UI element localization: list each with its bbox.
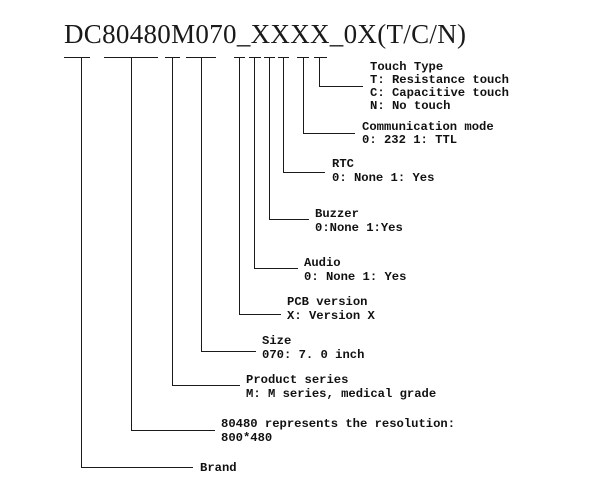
connector-rtc: [283, 58, 325, 173]
label-audio-line-1: Audio: [304, 256, 341, 270]
label-size-line-1: Size: [262, 334, 291, 348]
label-touch-type-line-4: N: No touch: [370, 99, 450, 113]
label-audio: Audio 0: None 1: Yes: [304, 256, 406, 284]
label-pcb-version: PCB version X: Version X: [287, 295, 375, 323]
connector-resolution: [131, 58, 215, 431]
connector-brand: [81, 58, 193, 468]
connector-size: [201, 58, 256, 352]
label-touch-type-line-3: C: Capacitive touch: [370, 86, 509, 100]
label-rtc-line-2: 0: None 1: Yes: [332, 171, 434, 185]
label-size-line-2: 070: 7. 0 inch: [262, 348, 364, 362]
connector-buzzer: [269, 58, 309, 220]
label-product-series: Product series M: M series, medical grad…: [246, 373, 436, 401]
label-resolution-line-2: 800*480: [221, 431, 272, 445]
field-labels: Touch Type T: Resistance touch C: Capaci…: [200, 60, 509, 475]
label-product-series-line-2: M: M series, medical grade: [246, 387, 436, 401]
connector-communication-mode: [303, 58, 355, 134]
label-pcb-version-line-1: PCB version: [287, 295, 367, 309]
label-buzzer-line-1: Buzzer: [315, 207, 359, 221]
part-number-title: DC80480M070_XXXX_0X(T/C/N): [64, 19, 466, 49]
label-resolution: 80480 represents the resolution: 800*480: [221, 417, 455, 445]
label-rtc-line-1: RTC: [332, 157, 354, 171]
label-rtc: RTC 0: None 1: Yes: [332, 157, 434, 185]
label-touch-type-line-2: T: Resistance touch: [370, 73, 509, 87]
label-brand: Brand: [200, 461, 237, 475]
connector-lines: [81, 58, 363, 468]
label-communication-mode-line-2: 0: 232 1: TTL: [362, 133, 457, 147]
label-resolution-line-1: 80480 represents the resolution:: [221, 417, 455, 431]
label-audio-line-2: 0: None 1: Yes: [304, 270, 406, 284]
label-communication-mode-line-1: Communication mode: [362, 120, 494, 134]
label-product-series-line-1: Product series: [246, 373, 348, 387]
label-buzzer-line-2: 0:None 1:Yes: [315, 221, 403, 235]
label-touch-type: Touch Type T: Resistance touch C: Capaci…: [370, 60, 509, 113]
connector-product-series: [172, 58, 240, 386]
label-brand-line-1: Brand: [200, 461, 237, 475]
label-touch-type-line-1: Touch Type: [370, 60, 443, 74]
label-pcb-version-line-2: X: Version X: [287, 309, 375, 323]
label-buzzer: Buzzer 0:None 1:Yes: [315, 207, 403, 235]
label-size: Size 070: 7. 0 inch: [262, 334, 364, 362]
connector-touch-type: [319, 58, 363, 87]
connector-pcb-version: [239, 58, 281, 315]
connector-audio: [254, 58, 298, 269]
label-communication-mode: Communication mode 0: 232 1: TTL: [362, 120, 494, 147]
